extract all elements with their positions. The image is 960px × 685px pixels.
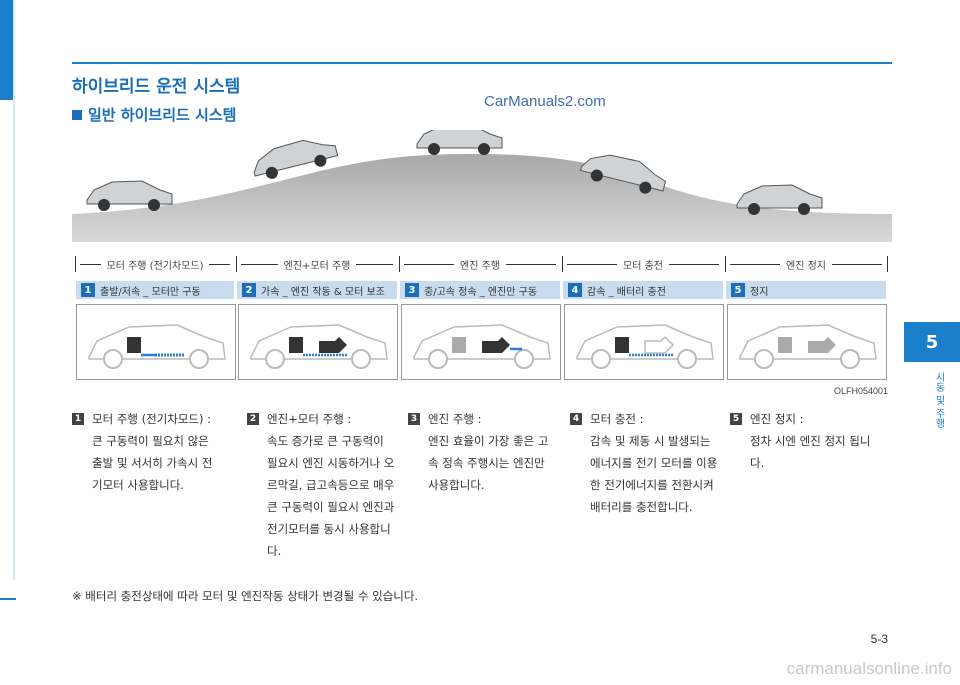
car-outline-icon	[413, 324, 551, 369]
phase-engine-motor: 엔진+모터 주행	[237, 252, 397, 276]
car-outline-icon	[739, 324, 877, 369]
subtitle-text: 일반 하이브리드 시스템	[88, 106, 237, 124]
page-number: 5-3	[870, 632, 888, 646]
car-outline-icon	[250, 324, 388, 369]
diagram-box	[564, 304, 724, 380]
image-code: OLFH054001	[833, 386, 888, 396]
square-bullet-icon	[72, 109, 82, 120]
diagram-box	[401, 304, 561, 380]
diagram-box	[76, 304, 236, 380]
hill-shape	[72, 154, 892, 242]
section-title: 하이브리드 운전 시스템	[72, 77, 241, 97]
footer-watermark: carmanualsonline.info	[786, 659, 952, 678]
battery-icon	[778, 337, 792, 353]
engine-icon	[482, 337, 510, 353]
phase-engine-stop: 엔진 정지	[726, 252, 886, 276]
phase-motor-drive: 모터 주행 (전기차모드)	[76, 252, 234, 276]
phase-tick	[887, 256, 888, 272]
header-rule	[72, 62, 892, 64]
battery-icon	[452, 337, 466, 353]
chapter-tab: 5	[904, 322, 960, 362]
battery-note: ※ 배터리 충전상태에 따라 모터 및 엔진작동 상태가 변경될 수 있습니다.	[72, 589, 419, 603]
engine-icon	[808, 337, 836, 353]
car-icon	[736, 184, 823, 215]
battery-icon	[289, 337, 303, 353]
hybrid-hill-illustration	[72, 130, 892, 242]
phase-row: 모터 주행 (전기차모드) 엔진+모터 주행 엔진 주행 모터 충전 엔진 정지	[72, 252, 892, 276]
car-icon	[416, 130, 503, 155]
car-icon	[253, 139, 339, 179]
phase-motor-charge: 모터 충전	[563, 252, 723, 276]
car-outline-icon	[576, 324, 714, 369]
phase-engine-drive: 엔진 주행	[400, 252, 560, 276]
engine-icon	[644, 335, 675, 354]
car-icon	[86, 180, 173, 211]
left-bottom-mark	[0, 598, 16, 600]
engine-icon	[319, 337, 347, 353]
powertrain-diagrams	[72, 304, 892, 380]
car-icon	[579, 154, 667, 194]
diagram-box	[727, 304, 887, 380]
chapter-tab-label: 시동 및 주행	[933, 372, 944, 429]
car-outline-icon	[88, 324, 226, 369]
section-subtitle: 일반 하이브리드 시스템	[72, 104, 236, 125]
carmanuals-watermark: CarManuals2.com	[484, 93, 606, 110]
left-accent-bar	[0, 0, 13, 100]
left-margin-line	[13, 0, 15, 580]
battery-icon	[615, 337, 629, 353]
diagram-box	[238, 304, 398, 380]
battery-icon	[127, 337, 141, 353]
